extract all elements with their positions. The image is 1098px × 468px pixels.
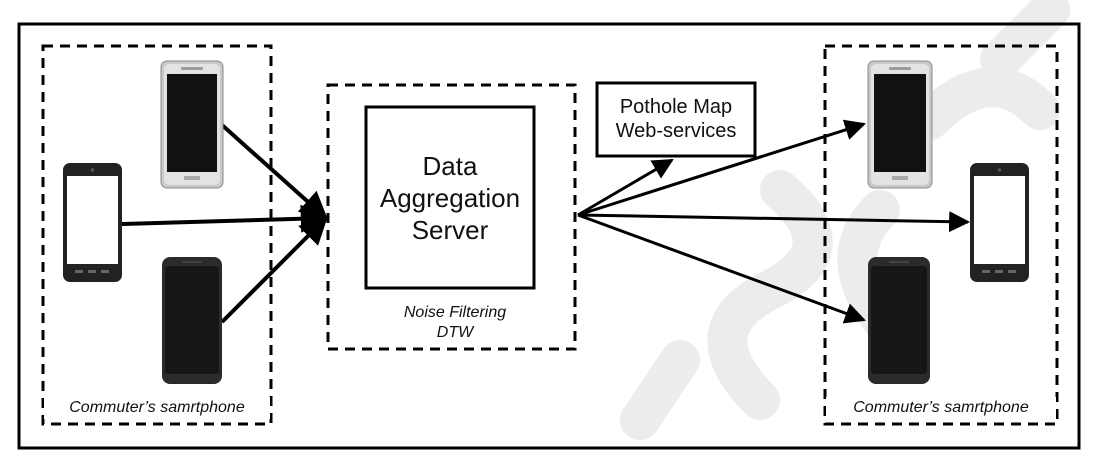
server-label-line3: Server xyxy=(411,215,489,245)
phone-htc-icon-right xyxy=(867,60,933,189)
left-group-caption: Commuter’s samrtphone xyxy=(44,397,270,419)
filter-label-line2: DTW xyxy=(436,324,474,341)
server-label-line2: Aggregation xyxy=(379,183,521,213)
webservice-label: Pothole Map Web-services xyxy=(597,95,755,143)
phone-black-icon-right xyxy=(868,257,930,384)
arrow-from-white-phone xyxy=(121,204,329,233)
phone-htc-icon xyxy=(160,60,224,189)
arrow-from-black-phone xyxy=(220,216,328,324)
webservice-label-line2: Web-services xyxy=(615,120,737,142)
left-phone-group xyxy=(41,44,273,426)
arrow-to-right-htc xyxy=(577,119,867,217)
server-box xyxy=(364,105,536,290)
right-group-caption: Commuter’s samrtphone xyxy=(826,397,1056,419)
server-label: Data Aggregation Server xyxy=(366,150,534,246)
arrow-from-htc xyxy=(220,123,329,220)
outer-frame xyxy=(17,22,1081,450)
phone-white-icon xyxy=(63,163,122,282)
server-label-line1: Data xyxy=(422,151,478,181)
arrow-to-right-black-phone xyxy=(577,213,866,324)
webservice-label-line1: Pothole Map xyxy=(619,96,733,118)
arrow-to-webservice xyxy=(577,158,674,217)
phone-black-icon xyxy=(162,257,222,384)
phone-white-icon-right xyxy=(970,163,1029,282)
filter-label-line1: Noise Filtering xyxy=(403,304,507,321)
arrow-to-right-white-phone xyxy=(577,211,971,233)
filter-label: Noise Filtering DTW xyxy=(360,303,550,343)
incoming-arrows xyxy=(121,123,329,324)
outgoing-arrows xyxy=(577,119,971,324)
webservice-box xyxy=(595,81,757,158)
